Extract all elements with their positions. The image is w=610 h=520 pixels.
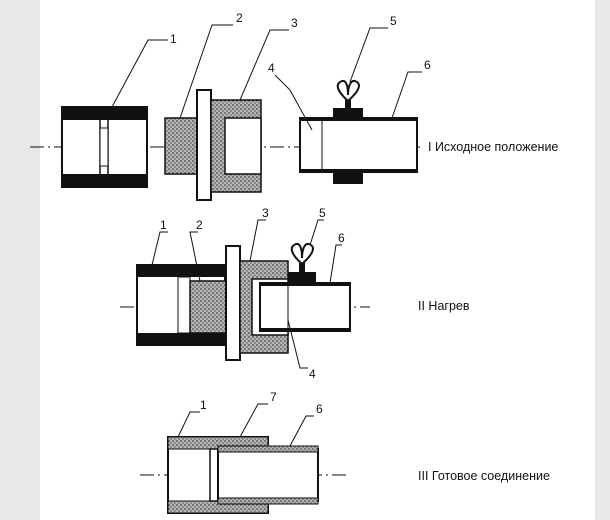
callout-s2-1: 1	[160, 218, 167, 232]
callout-s2-3: 3	[262, 206, 269, 220]
callout-s3-1: 1	[200, 398, 207, 412]
callout-s2-2: 2	[196, 218, 203, 232]
callout-s1-5: 5	[390, 14, 397, 28]
callout-s1-2: 2	[236, 11, 243, 25]
callout-s1-6: 6	[424, 58, 431, 72]
stage-2-leaders	[151, 219, 342, 369]
part-2-heater-mandrel	[164, 117, 198, 175]
callout-s1-3: 3	[291, 16, 298, 30]
callout-s3-6: 6	[316, 402, 323, 416]
part-6-pipe	[299, 117, 418, 173]
part-6-pipe-heating	[259, 282, 351, 332]
part-4-5-clamp-heating	[288, 242, 316, 282]
part-4-5-clamp	[333, 79, 363, 184]
wing-nut-icon-heating	[290, 242, 314, 266]
stage-1-drawing: 1 2 3 4 5 6 I Исходное положение	[30, 11, 558, 201]
heater-plate	[196, 89, 212, 201]
heater-plate-heating	[225, 245, 241, 361]
part-6-pipe-final	[217, 445, 319, 505]
wing-nut-icon	[336, 79, 360, 103]
callout-s2-6: 6	[338, 231, 345, 245]
stage-3-drawing: 1 7 6 III Готовое соединение	[140, 390, 550, 514]
stage-3-label: III Готовое соединение	[418, 469, 550, 483]
part-3-heater-sleeve	[210, 99, 262, 193]
callout-s2-5: 5	[319, 206, 326, 220]
callout-s3-7: 7	[270, 390, 277, 404]
stage-2-drawing: 1 2 3 5 6 4 II Нагрев	[120, 206, 470, 381]
callout-s2-4: 4	[309, 367, 316, 381]
callout-s1-4: 4	[268, 61, 275, 75]
paper-frame	[40, 0, 595, 520]
stage-1-leaders	[111, 24, 422, 131]
callout-s1-1: 1	[170, 32, 177, 46]
part-2-mandrel-heating	[189, 280, 229, 334]
stage-1-label: I Исходное положение	[428, 140, 558, 154]
part-1-fitting	[61, 106, 148, 188]
stage-2-label: II Нагрев	[418, 299, 470, 313]
stage-3-leaders	[177, 403, 314, 447]
